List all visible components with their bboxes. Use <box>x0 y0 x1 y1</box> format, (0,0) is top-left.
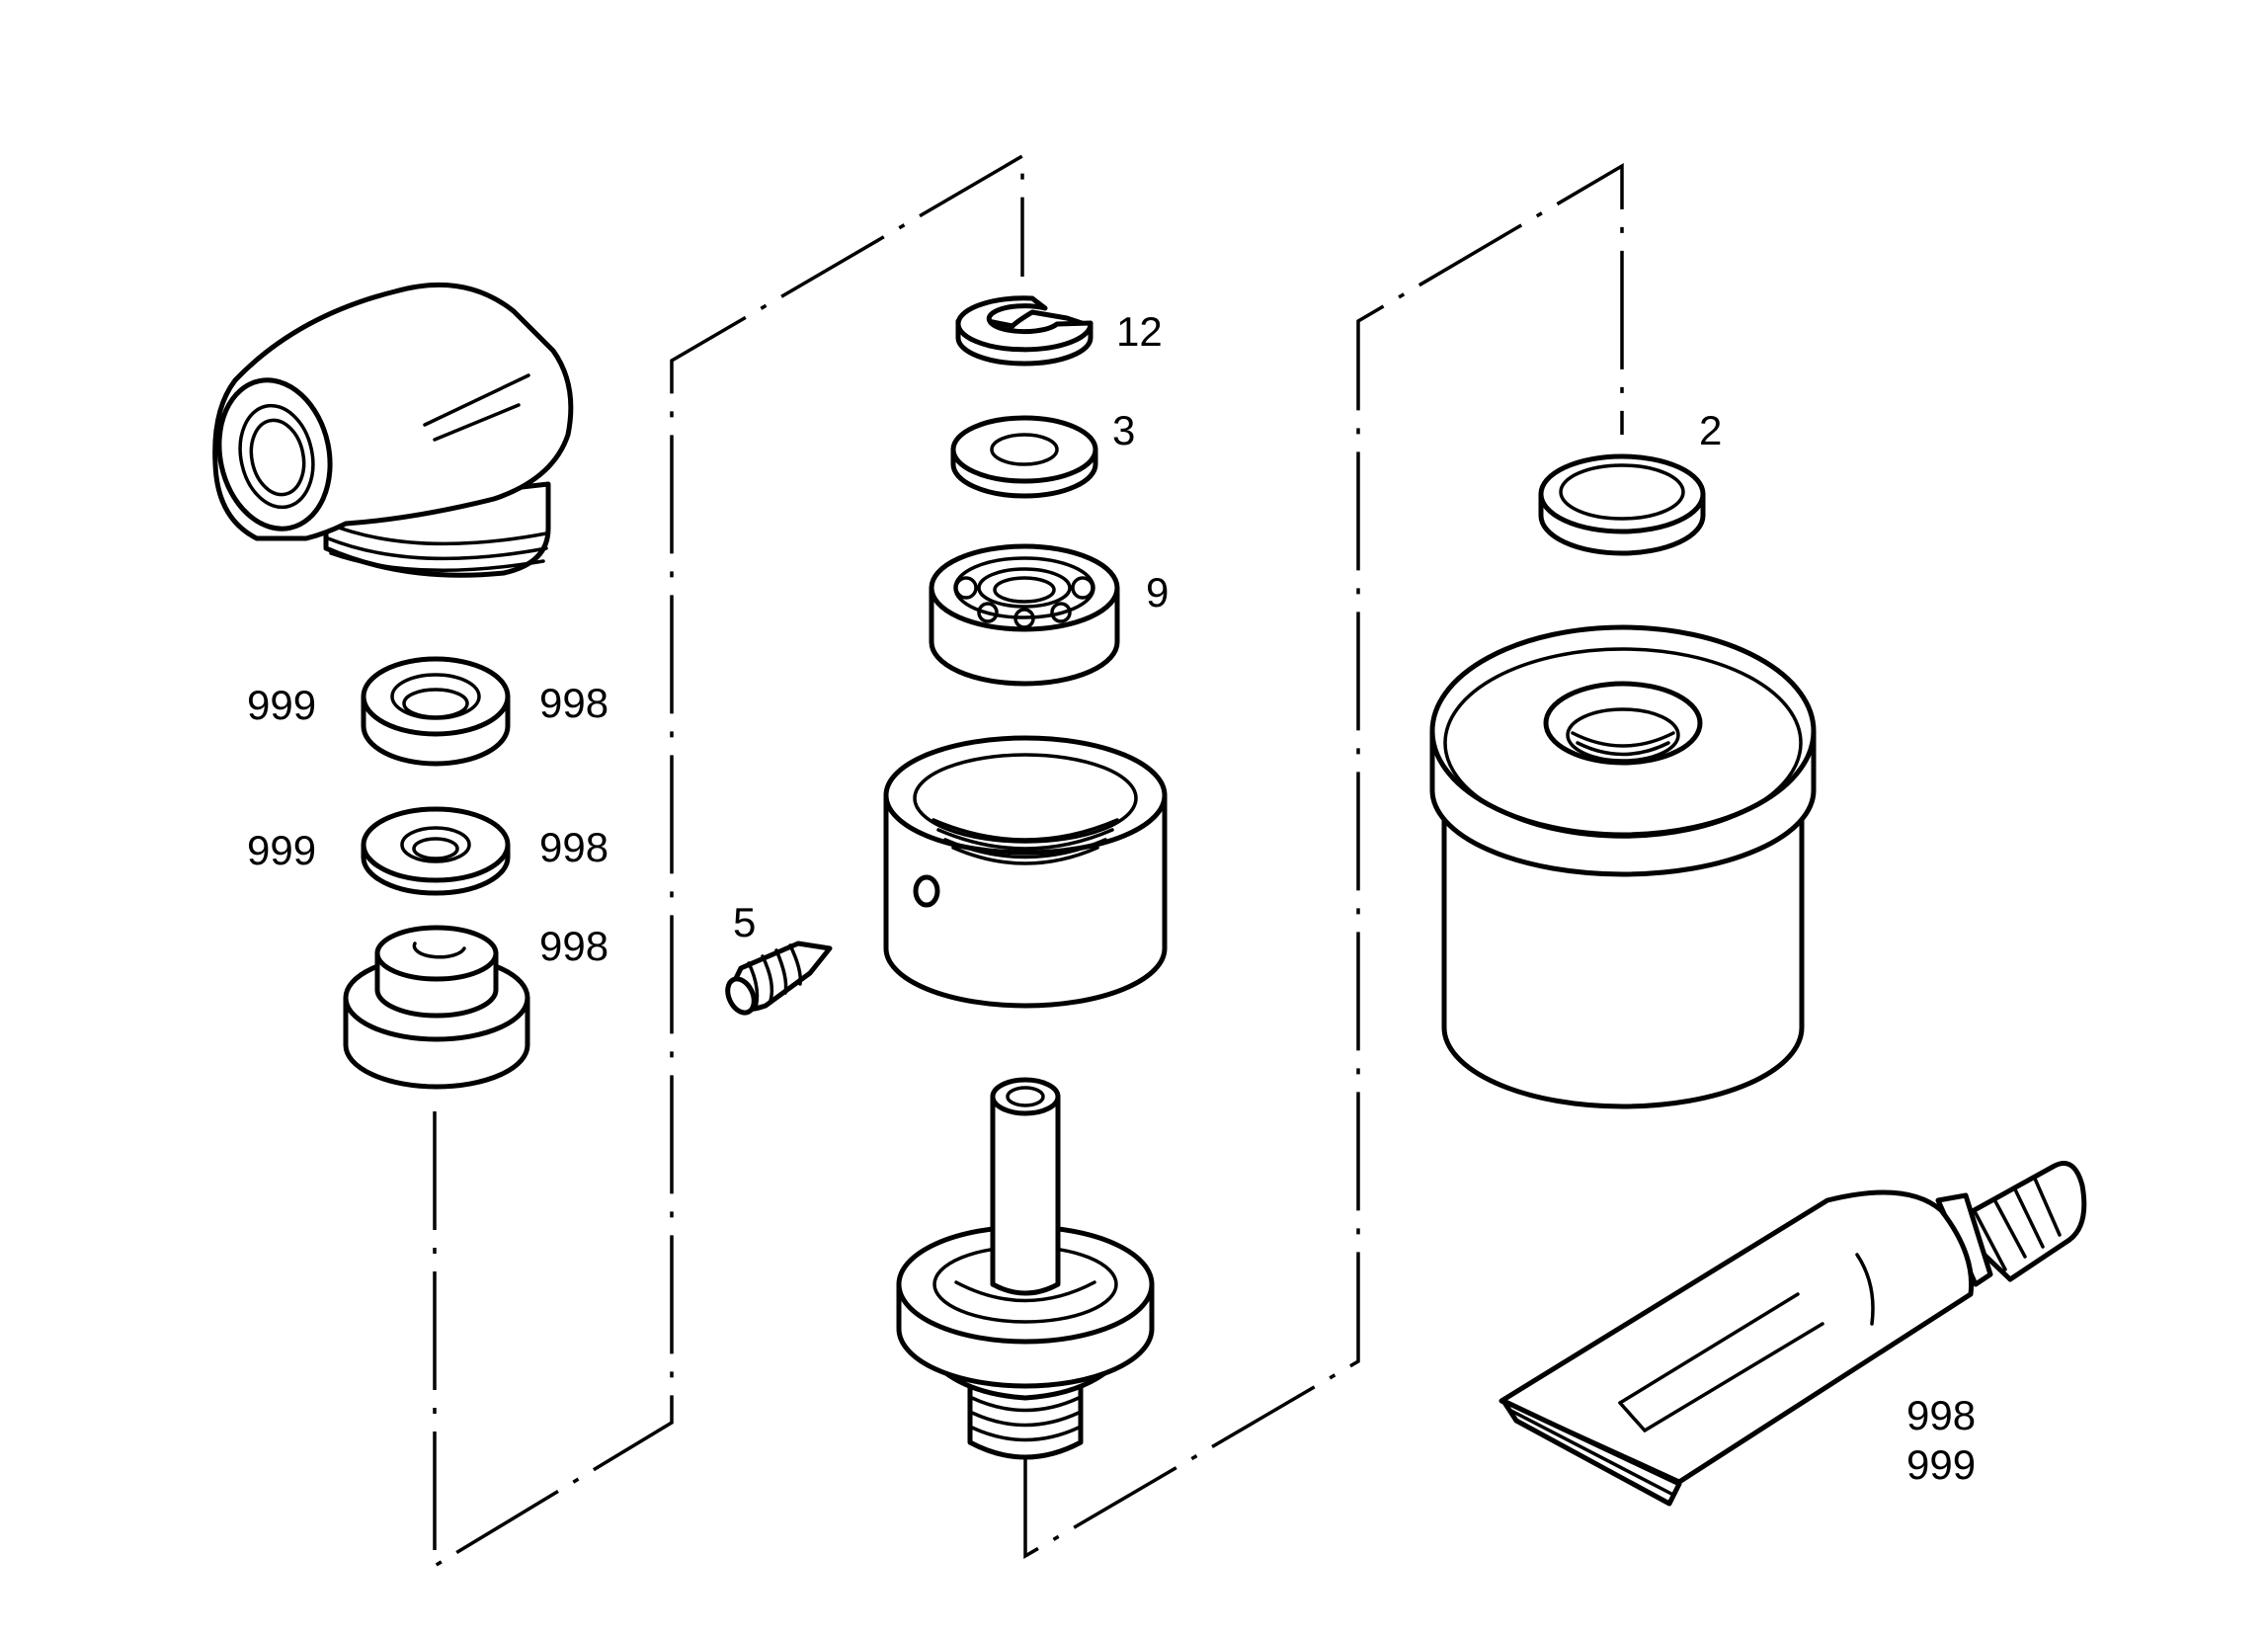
elbow-fitting <box>212 282 574 578</box>
container-cap <box>1429 624 1817 1109</box>
spacer-ring-a <box>361 656 511 767</box>
label-3: 3 <box>1112 407 1135 453</box>
label-5: 5 <box>733 899 756 945</box>
label-12: 12 <box>1116 308 1163 355</box>
label-9: 9 <box>1146 569 1169 615</box>
center-line-middle-group <box>1023 162 1624 1560</box>
flanged-shaft <box>896 1077 1155 1460</box>
label-999-spacer: 999 <box>247 682 316 728</box>
set-screw <box>725 941 833 1016</box>
flat-washer <box>950 415 1098 499</box>
center-line-left-group <box>433 152 1024 1570</box>
part-labels: 12 3 9 2 5 999 998 999 998 998 998 999 <box>247 308 1976 1488</box>
seal-ring <box>1538 453 1706 556</box>
assembly-center-lines <box>433 152 1624 1570</box>
washer-b <box>361 806 511 896</box>
grease-tube <box>1498 1161 2087 1507</box>
threaded-housing <box>883 735 1168 1009</box>
label-2: 2 <box>1699 407 1722 453</box>
ball-bearing <box>929 543 1120 687</box>
label-998-spacer: 998 <box>539 680 608 726</box>
label-999-tube: 999 <box>1906 1441 1976 1488</box>
split-ring <box>955 295 1094 367</box>
label-998-washer: 998 <box>539 824 608 870</box>
flanged-bushing <box>343 925 530 1090</box>
label-999-washer: 999 <box>247 827 316 873</box>
label-998-bushing: 998 <box>539 923 608 969</box>
label-998-tube: 998 <box>1906 1392 1976 1438</box>
